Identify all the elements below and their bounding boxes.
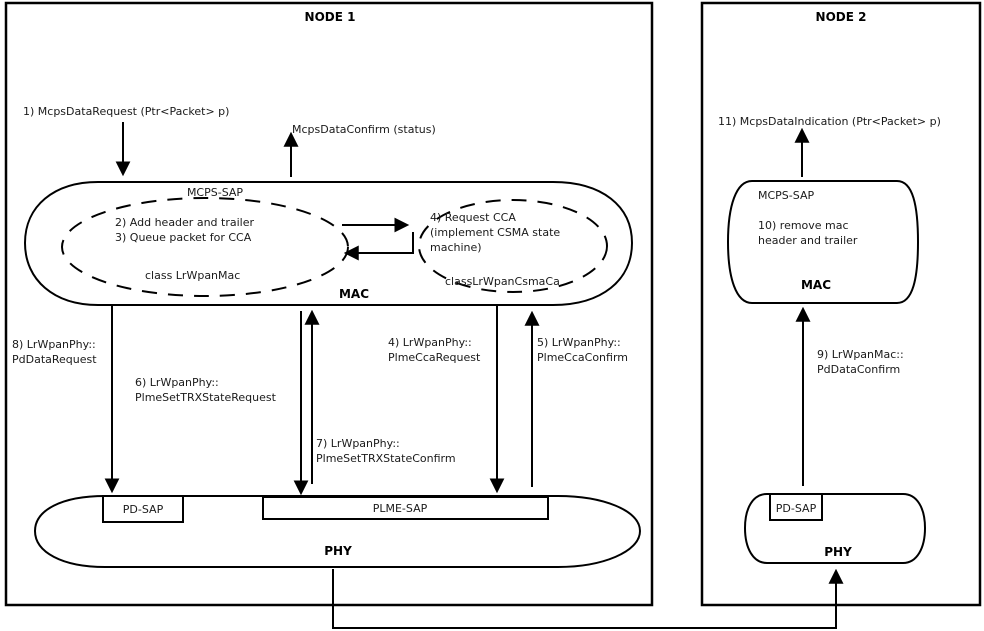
node1-csmaca-dashed-ellipse [418, 199, 608, 293]
step4-label-line2: PlmeCcaRequest [388, 351, 481, 364]
node2-title: NODE 2 [816, 10, 867, 24]
node2-step10-line1: 10) remove mac [758, 219, 849, 232]
node2-mac-label: MAC [801, 278, 831, 292]
step7-label-line2: PlmeSetTRXStateConfirm [316, 452, 456, 465]
step4-label-line1: 4) LrWpanPhy:: [388, 336, 472, 349]
node2-pd-sap-box [769, 493, 823, 521]
node2-pd-sap-label: PD-SAP [776, 502, 817, 515]
mcps-data-indication-label: 11) McpsDataIndication (Ptr<Packet> p) [718, 115, 941, 128]
node1-step4-cca-line2: (implement CSMA state [430, 226, 560, 239]
step5-label-line1: 5) LrWpanPhy:: [537, 336, 621, 349]
node1-step4-cca-line1: 4) Request CCA [430, 211, 516, 224]
arrow-csmaca-to-mac [343, 232, 414, 261]
step9-label-line1: 9) LrWpanMac:: [817, 348, 904, 361]
node2-phy-label: PHY [824, 545, 852, 559]
arrow-channel-node1-to-node2 [332, 568, 844, 629]
node2-step10-line2: header and trailer [758, 234, 858, 247]
step7-label-line1: 7) LrWpanPhy:: [316, 437, 400, 450]
node1-title: NODE 1 [305, 10, 356, 24]
node1-step3-label: 3) Queue packet for CCA [115, 231, 252, 244]
node1-plme-sap-label: PLME-SAP [373, 502, 428, 515]
node1-box [4, 1, 654, 607]
node1-class-lrwpanmac-label: class LrWpanMac [145, 269, 240, 282]
node1-step4-cca-line3: machine) [430, 241, 482, 254]
node2-box [700, 1, 982, 607]
step9-label-line2: PdDataConfirm [817, 363, 900, 376]
node1-mac-label: MAC [339, 287, 369, 301]
step6-label-line2: PlmeSetTRXStateRequest [135, 391, 277, 404]
node1-mac-shape [23, 181, 634, 306]
step8-label-line1: 8) LrWpanPhy:: [12, 338, 96, 351]
step8-label-line2: PdDataRequest [12, 353, 97, 366]
node2-mac-shape [726, 180, 920, 304]
node1-class-csmaca-label: classLrWpanCsmaCa [445, 275, 560, 288]
node2-mcps-sap-label: MCPS-SAP [758, 189, 814, 202]
node1-pd-sap-label: PD-SAP [123, 503, 164, 516]
mcps-data-request-label: 1) McpsDataRequest (Ptr<Packet> p) [23, 105, 229, 118]
node1-plme-sap-box [262, 496, 549, 520]
mcps-data-confirm-label: McpsDataConfirm (status) [292, 123, 436, 136]
node1-phy-label: PHY [324, 544, 352, 558]
step6-label-line1: 6) LrWpanPhy:: [135, 376, 219, 389]
node1-mcps-sap-label: MCPS-SAP [187, 186, 243, 199]
node1-step2-label: 2) Add header and trailer [115, 216, 254, 229]
step5-label-line2: PlmeCcaConfirm [537, 351, 628, 364]
node1-pd-sap-box [102, 495, 184, 523]
